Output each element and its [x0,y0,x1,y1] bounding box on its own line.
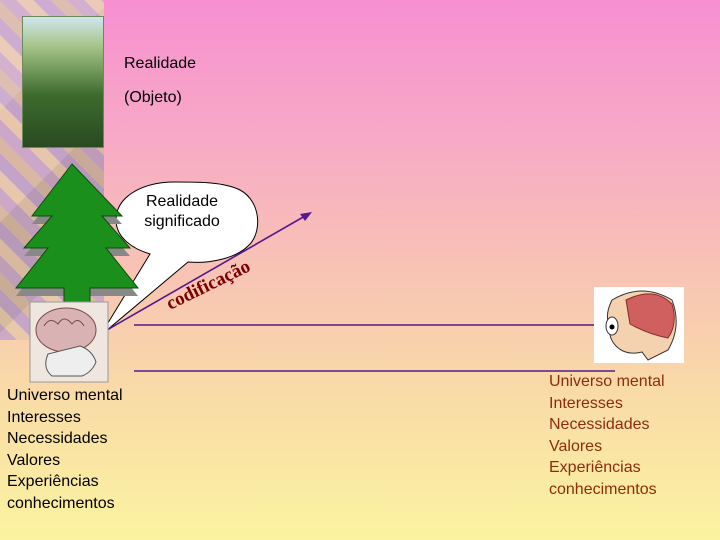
brain-head-left-icon [30,302,108,382]
list-item: Interesses [7,407,123,429]
list-item: conhecimentos [7,493,123,515]
tree-icon [16,164,138,322]
list-item: conhecimentos [549,479,665,501]
right-mental-universe-list: Universo mental Interesses Necessidades … [549,371,665,500]
list-item: Valores [549,436,665,458]
bubble-line-2: significado [137,212,227,232]
cartoon-head-right-icon [594,287,684,363]
list-item: Necessidades [549,414,665,436]
list-item: Universo mental [7,385,123,407]
list-item: Universo mental [549,371,665,393]
bubble-text: Realidade significado [137,192,227,232]
list-item: Necessidades [7,428,123,450]
list-item: Valores [7,450,123,472]
list-item: Interesses [549,393,665,415]
bubble-line-1: Realidade [137,192,227,212]
left-mental-universe-list: Universo mental Interesses Necessidades … [7,385,123,514]
list-item: Experiências [7,471,123,493]
list-item: Experiências [549,457,665,479]
